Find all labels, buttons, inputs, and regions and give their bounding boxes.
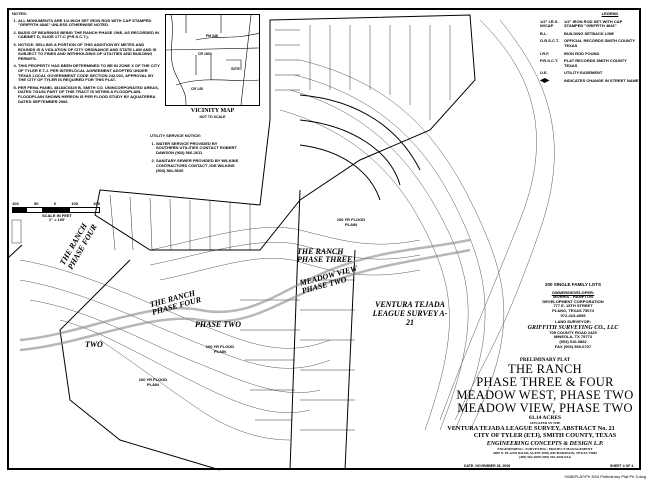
engineer-address: 2000 N. PLANO ROAD, SUITE 2000, RICHARDS… (492, 451, 598, 455)
flood-plain-label: 100 YR FLOOD PLAIN (336, 217, 366, 227)
street-name-change-arrow-icon: ◀▶ (540, 77, 550, 84)
scale-tick: 100 (71, 201, 78, 206)
title-preliminary: PRELIMINARY PLAT (519, 358, 571, 363)
plat-date: DATE: NOVEMBER 28, 2006 (464, 464, 511, 468)
legend-row: U.E. UTILITY EASEMENT (540, 71, 640, 76)
flood-plain-label: 100 YR FLOOD PLAIN (205, 344, 235, 354)
owner-line: DEVELOPMENT CORPORATION (542, 298, 604, 304)
legend-desc: IRON ROD FOUND (564, 50, 600, 56)
vicinity-map-title: VICINITY MAP (190, 108, 235, 114)
legend-key: U.E. (540, 70, 548, 76)
legend-row: P.R.S.C.T. PLAT RECORDS SMITH COUNTY TEXA… (540, 58, 640, 68)
utility-service-notice: UTILITY SERVICE NOTICE: WATER SERVICE PR… (150, 133, 240, 173)
notes-heading: NOTES: (12, 11, 28, 16)
owner-line: 777 E. 15TH STREET (553, 303, 593, 309)
legend-title: LEGEND (601, 11, 619, 16)
utility-item: WATER SERVICE PROVIDED BY SOUTHERN UTILI… (156, 141, 240, 156)
note-item: PER FEMA PANEL 48183C0325 B, SMITH CO. U… (18, 85, 162, 104)
legend-row: B.L. BUILDING SETBACK LINE (540, 30, 640, 37)
legend: LEGEND 1/2" I.R.S. W/CAP 1/2" IRON ROD SE… (540, 11, 640, 84)
file-path: 0038\PLAT\Ph 3\04 Preliminary Plat Ph 3.… (564, 474, 646, 479)
title-line: THE RANCH (508, 362, 582, 376)
legend-desc: OFFICIAL RECORDS SMITH COUNTY TEXAS (564, 38, 635, 48)
vicinity-label: FM 346 (206, 34, 218, 38)
title-block: PRELIMINARY PLAT THE RANCH PHASE THREE &… (447, 358, 640, 459)
surveyor-line: FAX (903) 569-6707 (554, 343, 592, 349)
scale-tick: 0 (53, 201, 56, 206)
lot-boundaries (59, 14, 476, 471)
general-notes: NOTES: ALL MONUMENTS ARE 1/2-INCH SET IR… (12, 11, 162, 107)
legend-key: 1/2" I.R.S. W/CAP (540, 18, 559, 29)
vicinity-label: CR 145 (191, 87, 203, 91)
legend-key: P.R.S.C.T. (540, 58, 559, 64)
engineer-name: ENGINEERING CONCEPTS & DESIGN L.P. (486, 441, 604, 447)
map-label-ranch-phase-three: THE RANCH PHASE THREE (297, 247, 353, 264)
title-line: MEADOW VIEW, PHASE TWO (457, 401, 633, 415)
legend-key: O.R.S.C.T. (540, 38, 560, 44)
scale-ticks: 100 50 0 100 200 (12, 201, 100, 207)
note-item: ALL MONUMENTS ARE 1/2-INCH SET IRON ROD … (18, 18, 162, 28)
note-item: NOTICE: SELLING A PORTION OF THIS ADDITI… (18, 42, 162, 61)
legend-desc: 1/2" IRON ROD SET WITH CAP STAMPED "GRIF… (564, 18, 623, 29)
title-line: MEADOW WEST, PHASE TWO (456, 388, 634, 402)
title-city: CITY OF TYLER (ETJ), SMITH COUNTY, TEXAS (473, 432, 617, 439)
legend-desc: INDICATES CHANGE IN STREET NAME (564, 77, 639, 83)
note-item: THIS PROPERTY HAS BEEN DETERMINED TO BE … (18, 63, 162, 82)
owner-heading: OWNER/DEVELOPER: (551, 289, 595, 295)
surveyor-line: 705 COUNTY ROAD 2425 (549, 329, 597, 335)
legend-desc: BUILDING SETBACK LINE (564, 30, 614, 36)
surveyor-name: GRIFFITH SURVEYING CO., LLC (527, 324, 619, 331)
engineer-phone: (469) 562-2000 (469) 562-2036 FAX (518, 455, 572, 459)
scale-label: SCALE IN FEET (41, 212, 72, 218)
map-label-phase-two: PHASE TWO (195, 320, 242, 329)
plat-sheet-border (7, 8, 641, 470)
legend-desc: UTILITY EASEMENT (564, 70, 603, 76)
engineer-services: ENGINEERING / SURVEYING / PROJECT MANAGE… (497, 447, 593, 451)
utility-item: SANITARY SEWER PROVIDED BY WILKINS CONTR… (156, 159, 240, 173)
scale-bar: 100 50 0 100 200 SCALE IN FEET 1" = 100' (12, 201, 102, 223)
title-survey: VENTURA TEJADA LEAGUE SURVEY, ABSTRACT N… (447, 425, 615, 432)
scale-tick: 100 (12, 201, 19, 206)
surveyor-heading: LAND SURVEYOR: (555, 319, 591, 325)
title-situated: SITUATED IN THE (529, 421, 561, 425)
vicinity-label: CR 1803 (198, 52, 212, 56)
vicinity-map: FM 346 CR 1803 SITE CR 145 (165, 14, 260, 106)
scale-ratio: 1" = 100' (48, 217, 66, 223)
title-acres: 61.14 ACRES (528, 415, 562, 421)
note-item: BASIS OF BEARINGS BEING THE RANCH PHASE … (18, 30, 162, 40)
legend-row: 1/2" I.R.S. W/CAP 1/2" IRON ROD SET WITH … (540, 18, 640, 29)
flood-plain (19, 238, 471, 352)
scale-tick: 50 (34, 201, 39, 206)
flood-plain-label: 100 YR FLOOD PLAIN (138, 377, 168, 387)
scale-bar-graphic (12, 206, 100, 213)
owner-line: 972-423-4699 (560, 312, 586, 318)
surveyor-line: MINEOLA, TX 75773 (553, 334, 592, 340)
utility-heading: UTILITY SERVICE NOTICE: (150, 133, 202, 138)
legend-row: O.R.S.C.T. OFFICIAL RECORDS SMITH COUNTY … (540, 39, 640, 48)
title-line: PHASE THREE & FOUR (476, 375, 614, 389)
scale-tick: 200 (93, 201, 100, 206)
owner-line: PLANO, TEXAS 75074 (552, 307, 594, 313)
map-label-two: TWO (85, 340, 103, 349)
owner-line: MORRIS - HAMPTON (553, 294, 593, 300)
contour-lines (19, 19, 555, 441)
legend-row: I.R.F. IRON ROD FOUND (540, 50, 640, 57)
legend-row: ◀▶ INDICATES CHANGE IN STREET NAME (540, 77, 640, 84)
vicinity-map-drawing: FM 346 CR 1803 SITE CR 145 (165, 14, 260, 106)
map-label-survey: VENTURA TEJADA LEAGUE SURVEY A-21 (372, 300, 448, 327)
legend-desc: PLAT RECORDS SMITH COUNTY TEXAS (564, 58, 627, 68)
owner-surveyor-block: 200 SINGLE FAMILY LOTS OWNER/DEVELOPER: … (518, 282, 628, 349)
vicinity-site-label: SITE (231, 66, 240, 71)
vicinity-map-subtitle: NOT TO SCALE (199, 115, 226, 119)
legend-key: I.R.F. (540, 50, 550, 56)
surveyor-line: (903) 316-0882 (559, 338, 587, 344)
lot-count: 200 SINGLE FAMILY LOTS (544, 282, 601, 287)
legend-key: B.L. (540, 30, 548, 36)
sheet-number: SHEET 4 OF 4 (610, 464, 634, 468)
